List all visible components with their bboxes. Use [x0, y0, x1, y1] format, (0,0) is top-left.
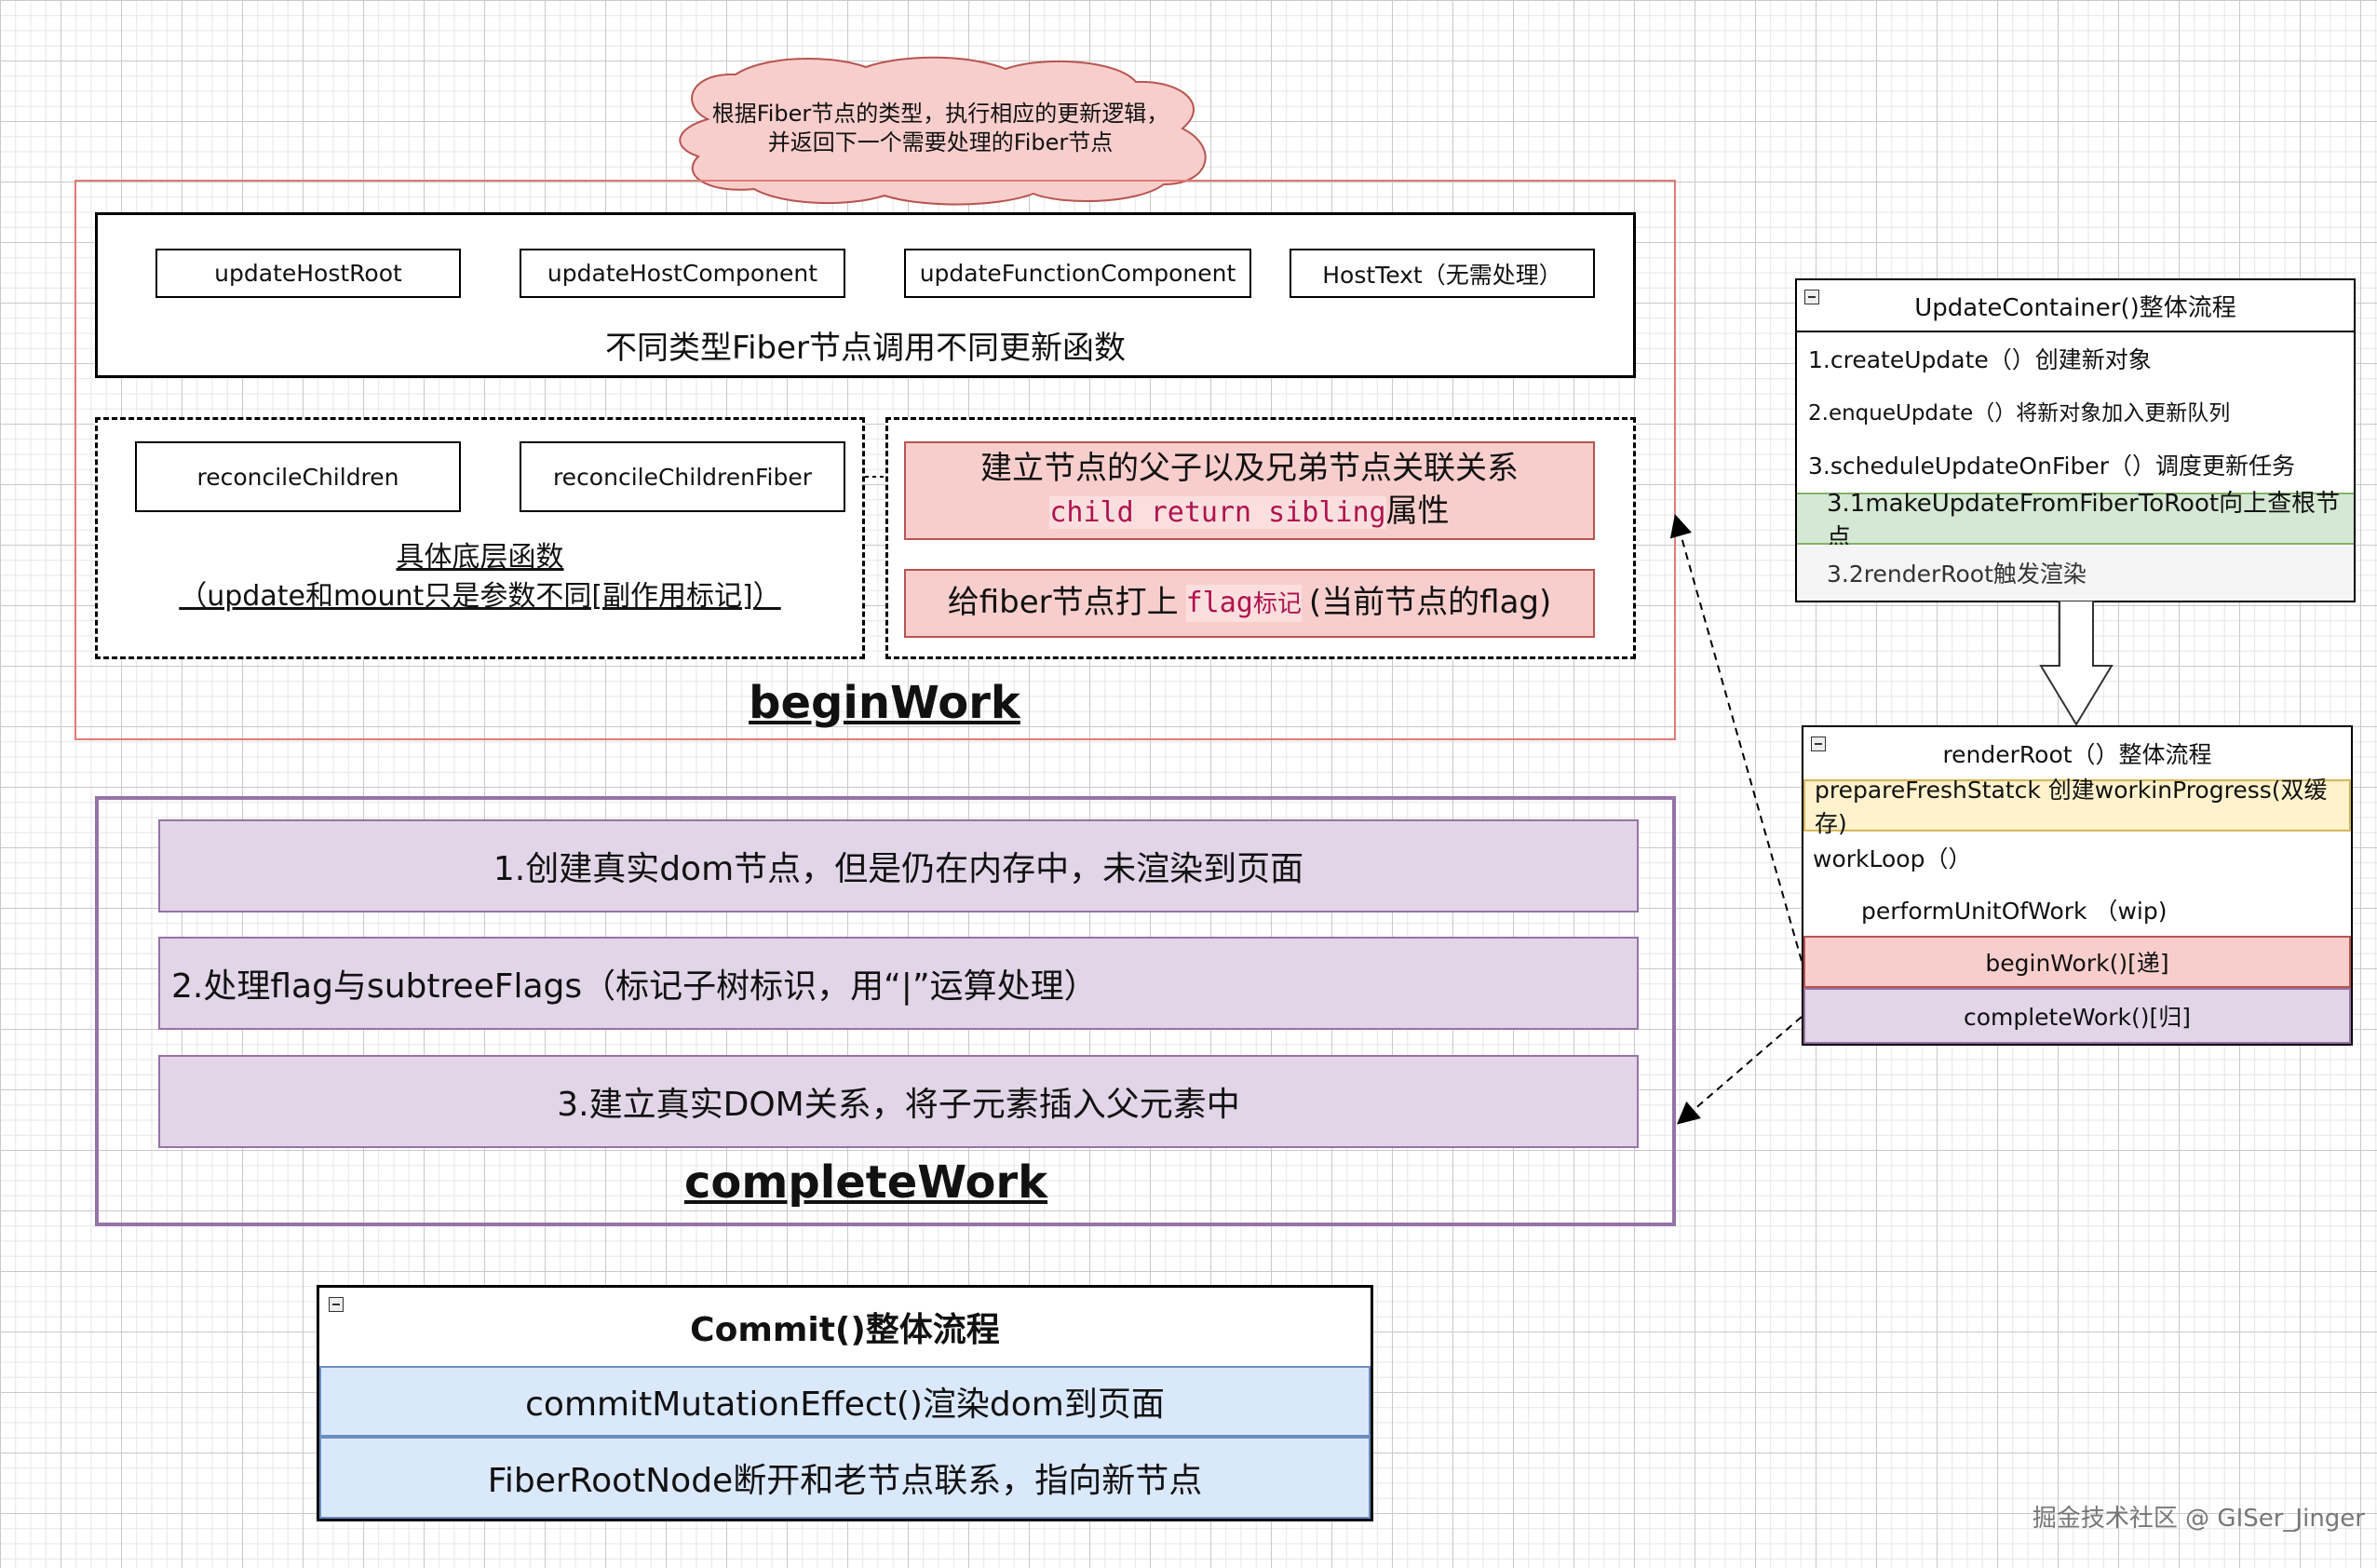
- reconcile-caption-line-2: （update和mount只是参数不同[副作用标记]）: [179, 580, 781, 613]
- host-text-label: HostText（无需处理）: [1322, 261, 1562, 289]
- relation-line-2: child return sibling属性: [1049, 491, 1450, 534]
- update-container-row-2: 2.enqueUpdate（）将新对象加入更新队列: [1808, 401, 2231, 426]
- render-root-row-1: prepareFreshStatck 创建workinProgress(双缓存): [1803, 777, 2351, 837]
- cloud-shape: [679, 56, 1207, 206]
- update-container-row-5: 3.2renderRoot触发渲染: [1797, 545, 2354, 601]
- render-root-row-3: performUnitOfWork （wip): [1861, 898, 2168, 925]
- update-host-root-label: updateHostRoot: [214, 260, 402, 287]
- reconcile-children-label: reconcileChildren: [196, 463, 399, 491]
- complete-step-1: 1.创建真实dom节点，但是仍在内存中，未渲染到页面: [158, 819, 1639, 912]
- complete-step-2: 2.处理flag与subtreeFlags（标记子树标识，用“|”运算处理）: [158, 937, 1639, 1030]
- commit-row-1: commitMutationEffect()渲染dom到页面: [319, 1366, 1371, 1437]
- cloud-line-1: 根据Fiber节点的类型，执行相应的更新逻辑，: [711, 100, 1169, 127]
- flag-prefix: 给fiber节点打上: [947, 584, 1179, 622]
- relation-line-1: 建立节点的父子以及兄弟节点关联关系: [980, 450, 1519, 488]
- update-container-row-3: 3.scheduleUpdateOnFiber（）调度更新任务: [1808, 453, 2295, 480]
- complete-work-title: completeWork: [683, 1156, 1048, 1209]
- update-function-component-label: updateFunctionComponent: [919, 260, 1236, 287]
- update-host-root-box: updateHostRoot: [155, 249, 461, 298]
- reconcile-children-fiber-label: reconcileChildrenFiber: [552, 463, 813, 491]
- flag-box: 给fiber节点打上 flag标记 (当前节点的flag): [904, 569, 1595, 638]
- arrow-complete-work: [1676, 1016, 1803, 1125]
- commit-row-2: FiberRootNode断开和老节点联系，指向新节点: [319, 1437, 1371, 1519]
- block-arrow-down: [2039, 601, 2114, 726]
- relation-suffix: 属性: [1385, 493, 1450, 530]
- update-container-row-1: 1.createUpdate（）创建新对象: [1808, 346, 2152, 373]
- update-host-component-box: updateHostComponent: [520, 249, 845, 298]
- relation-box: 建立节点的父子以及兄弟节点关联关系 child return sibling属性: [904, 441, 1595, 540]
- watermark: 掘金技术社区 @ GISer_Jinger: [2032, 1505, 2365, 1533]
- begin-work-title: beginWork: [749, 677, 1020, 729]
- reconcile-caption-line-1: 具体底层函数: [396, 541, 564, 574]
- render-root-panel: renderRoot（）整体流程 prepareFreshStatck 创建wo…: [1802, 725, 2353, 1046]
- reconcile-children-box: reconcileChildren: [135, 441, 461, 512]
- flag-code-suffix: 标记: [1252, 589, 1302, 618]
- render-root-row-5: completeWork()[归]: [1803, 988, 2351, 1044]
- complete-step-3: 3.建立真实DOM关系，将子元素插入父元素中: [158, 1055, 1639, 1148]
- collapse-icon[interactable]: [329, 1297, 344, 1312]
- commit-panel: Commit()整体流程 commitMutationEffect()渲染dom…: [317, 1285, 1373, 1521]
- flag-suffix: (当前节点的flag): [1308, 584, 1552, 622]
- cloud-line-2: 并返回下一个需要处理的Fiber节点: [767, 129, 1114, 155]
- update-function-component-box: updateFunctionComponent: [904, 249, 1251, 298]
- collapse-icon[interactable]: [1804, 290, 1819, 304]
- update-container-panel: UpdateContainer()整体流程 1.createUpdate（）创建…: [1795, 278, 2356, 602]
- reconcile-children-fiber-box: reconcileChildrenFiber: [520, 441, 845, 512]
- render-root-row-4: beginWork()[递]: [1803, 936, 2351, 988]
- render-root-title: renderRoot（）整体流程: [1942, 741, 2212, 768]
- render-root-row-2: workLoop（）: [1813, 845, 1972, 872]
- arrow-begin-work: [1669, 514, 1803, 962]
- flag-code: flag标记: [1185, 584, 1302, 623]
- cloud-note: 根据Fiber节点的类型，执行相应的更新逻辑， 并返回下一个需要处理的Fiber…: [652, 54, 1229, 208]
- reconcile-caption: 具体底层函数 （update和mount只是参数不同[副作用标记]）: [95, 531, 865, 624]
- update-host-component-label: updateHostComponent: [547, 260, 818, 287]
- host-text-box: HostText（无需处理）: [1290, 249, 1595, 298]
- update-container-title: UpdateContainer()整体流程: [1797, 280, 2354, 332]
- commit-title: Commit()整体流程: [690, 1311, 1000, 1349]
- complete-work-frame: [95, 796, 1676, 1226]
- update-container-row-4: 3.1makeUpdateFromFiberToRoot向上查根节点: [1797, 490, 2354, 552]
- collapse-icon[interactable]: [1811, 737, 1826, 751]
- relation-code: child return sibling: [1049, 496, 1386, 529]
- begin-work-frame: [74, 180, 1676, 740]
- update-function-caption: 不同类型Fiber节点调用不同更新函数: [604, 329, 1126, 367]
